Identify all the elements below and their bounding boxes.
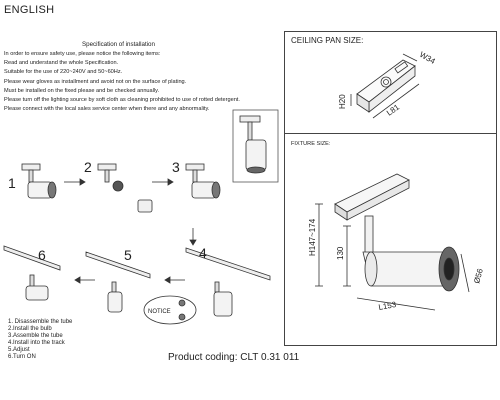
fixture-title: FIXTURE SIZE: xyxy=(291,141,331,147)
step-item: 5.Adjust xyxy=(8,347,30,354)
step-number-3: 3 xyxy=(172,159,180,175)
ceiling-pan-width: W34 xyxy=(418,50,437,66)
step-item: 4.Install into the track xyxy=(8,340,65,347)
notice-label: NOTICE xyxy=(148,309,171,315)
step-item: 2.Install the bulb xyxy=(8,326,52,333)
spec-line: Please wear gloves as installment and av… xyxy=(4,78,187,85)
fixture-length: L153 xyxy=(378,300,398,312)
ceiling-pan-length: L81 xyxy=(385,102,402,117)
step-item: 3.Assemble the tube xyxy=(8,333,63,340)
fixture-panel: FIXTURE SIZE: H147~174 130 L153 xyxy=(284,133,497,346)
spec-line: Please turn off the lighting source by s… xyxy=(4,97,240,104)
step-item: 1. Disassemble the tube xyxy=(8,319,73,325)
step-number-4: 4 xyxy=(199,245,207,261)
step-item: 6.Turn ON xyxy=(8,354,36,361)
fixture-drawing: H147~174 130 L153 Ø56 xyxy=(308,173,485,312)
step-number-5: 5 xyxy=(124,247,132,263)
step-number-1: 1 xyxy=(8,175,16,191)
ceiling-pan-drawing: W34 H20 L81 xyxy=(338,50,437,119)
language-heading: ENGLISH xyxy=(4,4,55,16)
spec-line: Please connect with the local sales serv… xyxy=(4,106,210,113)
fixture-height-range: H147~174 xyxy=(308,218,317,256)
step-number-2: 2 xyxy=(84,159,92,175)
steps-list: 1. Disassemble the tube 2.Install the bu… xyxy=(8,319,72,362)
spec-line: In order to ensure safety use, please no… xyxy=(4,51,161,57)
ceiling-pan-height: H20 xyxy=(338,94,347,109)
installation-steps-drawing: 1 2 3 4 5 6 NOTICE xyxy=(3,109,279,325)
ceiling-pan-title: CEILING PAN SIZE: xyxy=(291,36,364,45)
fixture-diameter: Ø56 xyxy=(472,267,485,284)
spec-line: Must be installed on the fixed please an… xyxy=(4,87,160,94)
fixture-body-height: 130 xyxy=(336,246,345,260)
spec-title: Specification of installation xyxy=(82,41,155,48)
spec-line: Suitable for the use of 220~240V and 50~… xyxy=(4,69,123,76)
step-number-6: 6 xyxy=(38,247,46,263)
product-coding: Product coding: CLT 0.31 011 xyxy=(168,352,300,363)
ceiling-pan-panel: CEILING PAN SIZE: W34 H20 L81 xyxy=(284,31,497,134)
spec-line: Read and understand the whole Specificat… xyxy=(4,60,119,67)
spec-lines: In order to ensure safety use, please no… xyxy=(4,50,272,114)
